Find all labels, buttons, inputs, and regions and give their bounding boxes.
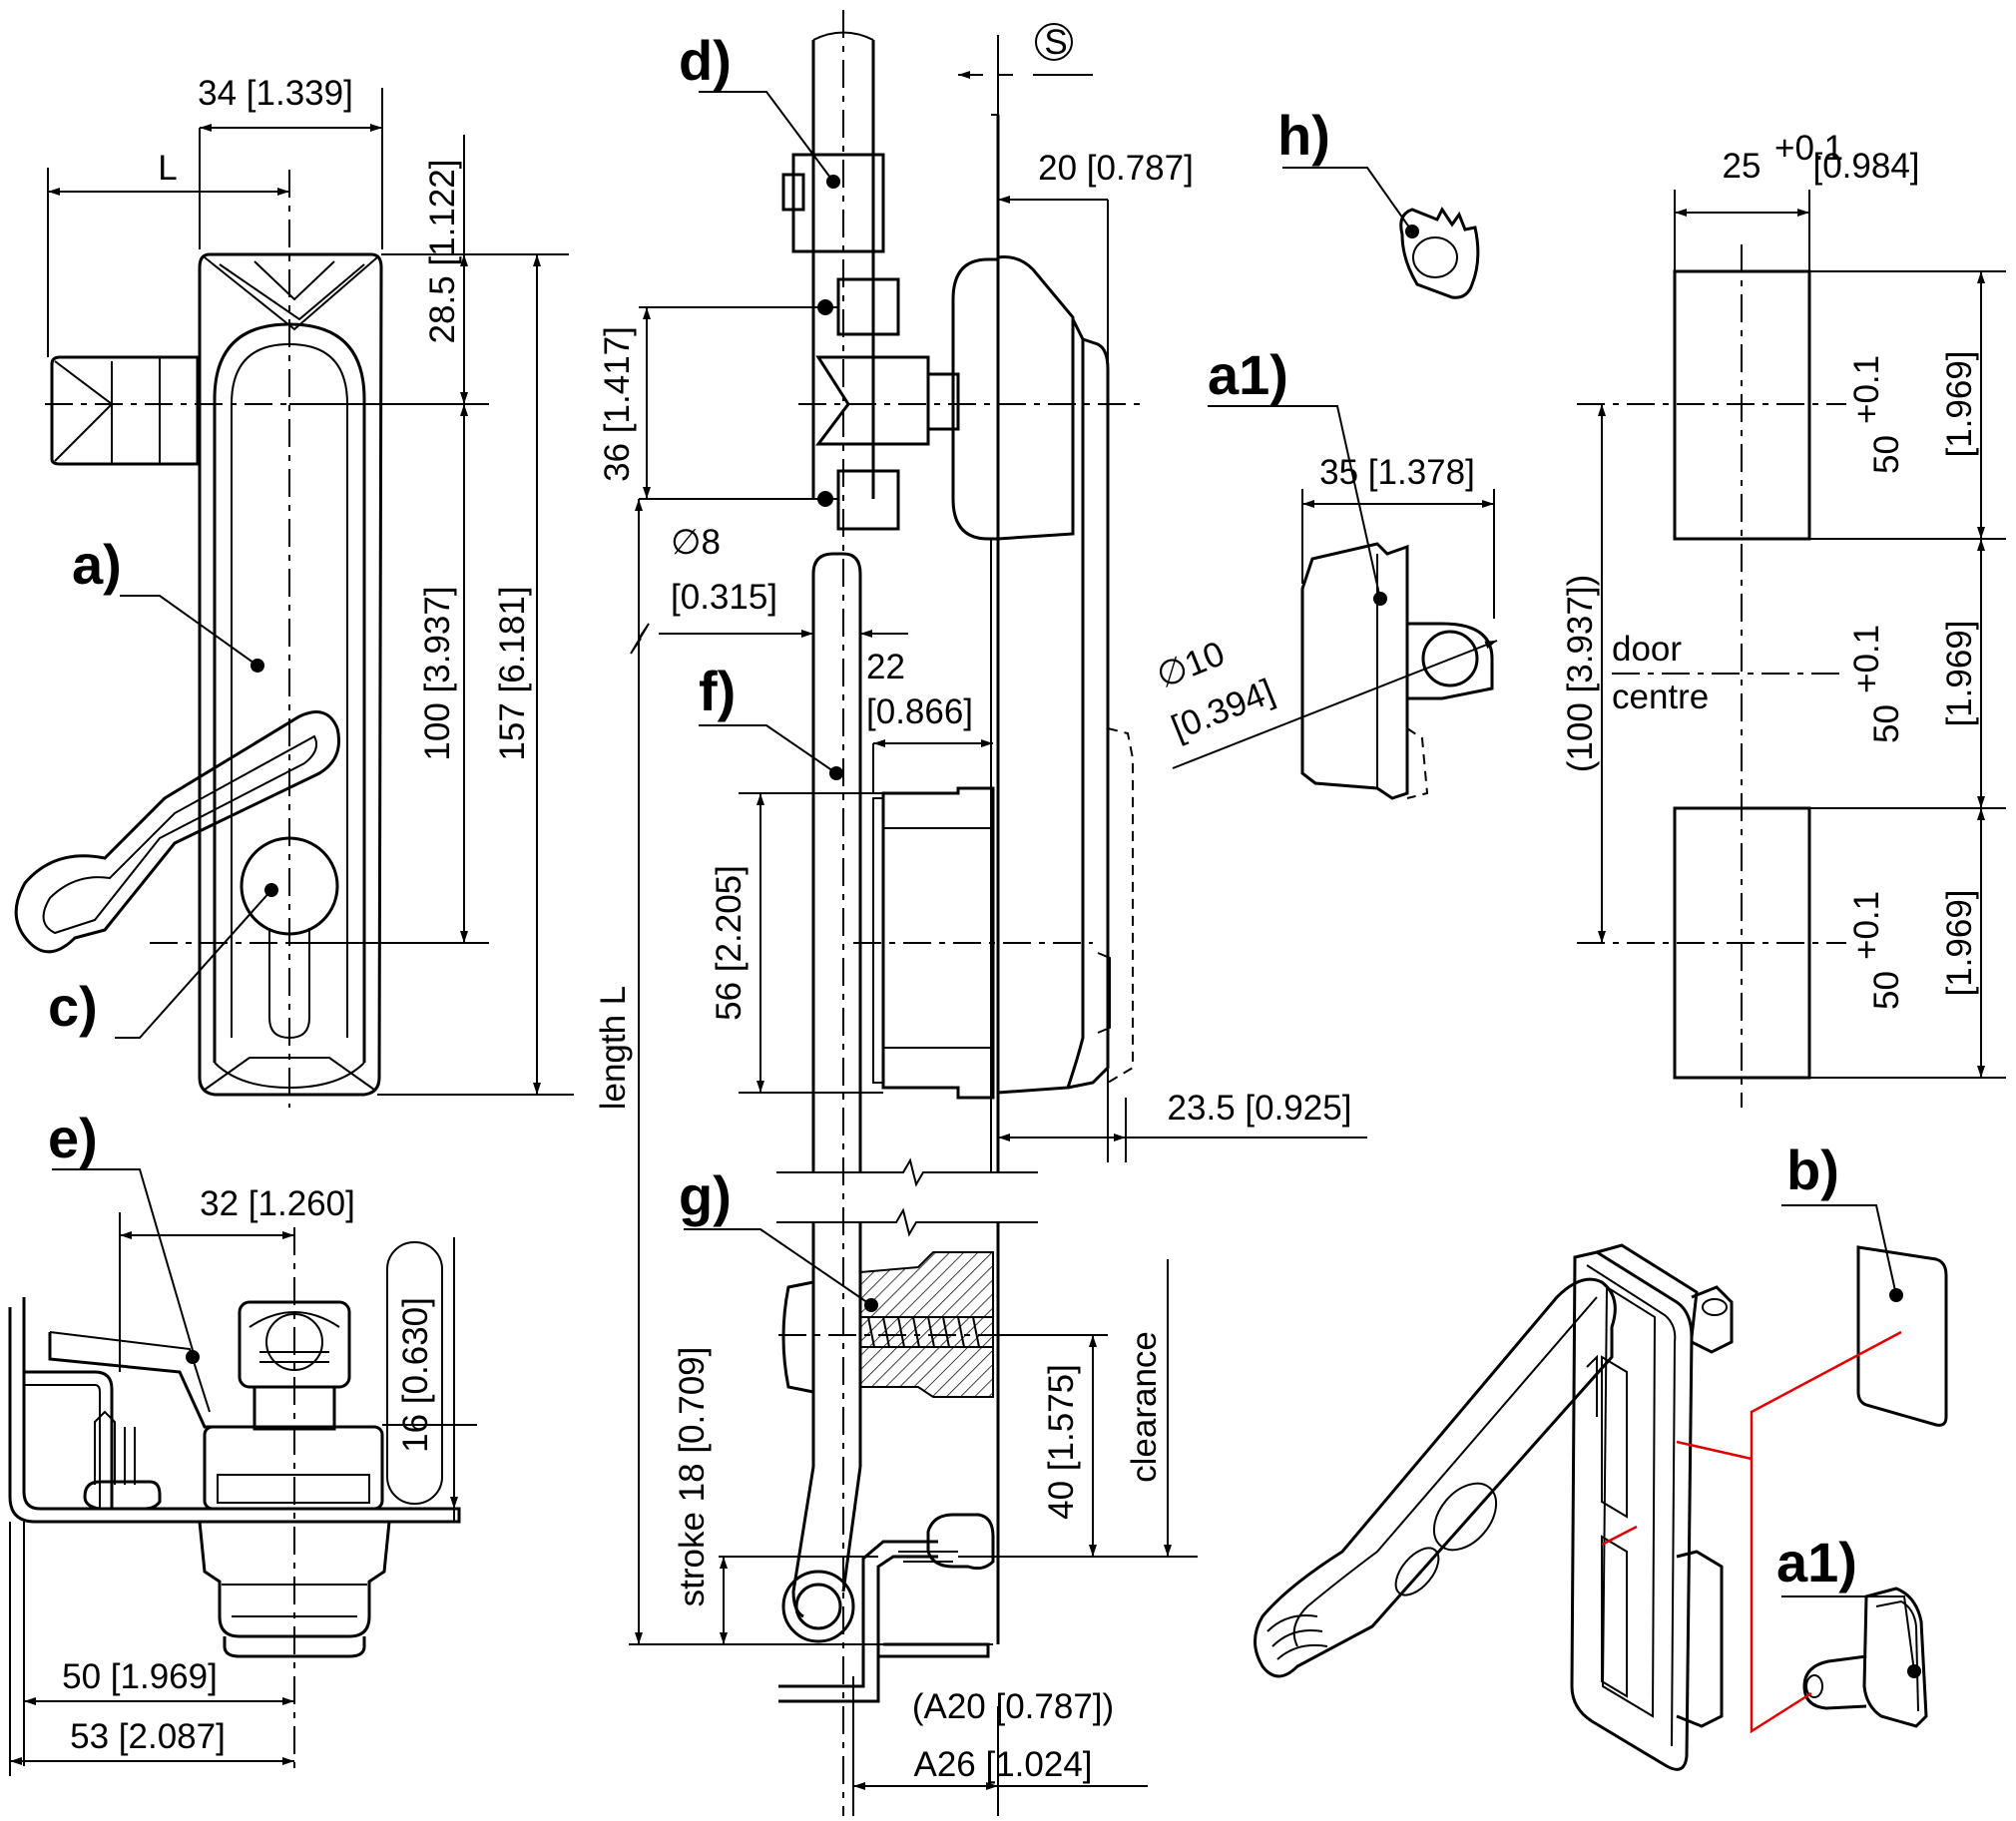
dim-dia8-in: [0.315] (671, 578, 777, 617)
dim-top-28-5: 28.5 [1.122] (423, 160, 462, 344)
dim-dia10: ∅10 (1151, 634, 1230, 695)
dim-A20: (A20 [0.787]) (912, 1687, 1114, 1726)
isometric-view: b) a1) (1254, 1138, 1948, 1771)
dim-L: L (158, 149, 177, 188)
dim-stroke: stroke 18 [0.709] (673, 1347, 712, 1607)
dim-53: 53 [2.087] (70, 1717, 226, 1756)
dim-A26: A26 [1.024] (913, 1745, 1092, 1784)
callout-e: e) (48, 1107, 98, 1169)
detail-h: h) (1277, 104, 1480, 299)
side-view: S 20 [0.787] 36 [1.417] ∅8 [0.315] 22 [0… (594, 10, 1367, 1816)
dim-25-in: [0.984] (1812, 147, 1919, 186)
callout-d: d) (679, 29, 732, 92)
dim-22-in: [0.866] (866, 692, 973, 731)
door-cutout: 25 +0.1 [0.984] 50 +0.1 [1.969] 50 +0.1 … (1561, 129, 2006, 1108)
callout-b: b) (1786, 1138, 1839, 1201)
label-centre: centre (1612, 678, 1709, 716)
callout-a1-iso: a1) (1776, 1531, 1857, 1593)
dim-40: 40 [1.575] (1042, 1364, 1081, 1520)
dim-16: 16 [0.630] (396, 1297, 435, 1453)
dim-centers-100: 100 [3.937] (418, 586, 457, 760)
dim-23-5: 23.5 [0.925] (1168, 1089, 1352, 1128)
callout-c: c) (48, 975, 98, 1038)
callout-g: g) (679, 1164, 732, 1227)
dim-50: 50 [1.969] (62, 1657, 218, 1696)
dim-width-34: 34 [1.339] (198, 74, 353, 113)
tol-50-c: +0.1 (1847, 891, 1886, 960)
bottom-view: 32 [1.260] 16 [0.630] 50 [1.969] 53 [2.0… (8, 1107, 477, 1776)
callout-a: a) (72, 533, 122, 596)
tol-50-a: +0.1 (1847, 355, 1886, 424)
dim-56: 56 [2.205] (710, 865, 749, 1021)
tol-50-b: +0.1 (1847, 625, 1886, 693)
dim-height-157: 157 [6.181] (493, 586, 532, 760)
symbol-s: S (1044, 23, 1067, 62)
dim-50-in-a: [1.969] (1940, 350, 1979, 457)
callout-h: h) (1277, 104, 1330, 167)
dim-dia8: ∅8 (671, 523, 721, 562)
front-view: 34 [1.339] L 28.5 [1.122] 100 [3.937] 15… (14, 74, 574, 1108)
dim-100: (100 [3.937]) (1561, 575, 1600, 772)
dim-32: 32 [1.260] (200, 1184, 355, 1223)
callout-a1-detail: a1) (1208, 343, 1288, 406)
dim-20: 20 [0.787] (1038, 149, 1194, 188)
tol-25: +0.1 (1774, 129, 1843, 168)
dim-50-a: 50 (1867, 435, 1906, 474)
dim-36: 36 [1.417] (598, 326, 637, 482)
dim-50-in-c: [1.969] (1940, 889, 1979, 996)
label-clearance: clearance (1125, 1331, 1164, 1483)
dim-length-L: length L (594, 986, 633, 1111)
label-door: door (1612, 630, 1682, 669)
dim-35: 35 [1.378] (1319, 453, 1475, 492)
dim-25: 25 (1723, 147, 1762, 186)
dim-22: 22 (866, 648, 905, 686)
dim-50-c: 50 (1867, 971, 1906, 1010)
dim-50-in-b: [1.969] (1940, 620, 1979, 726)
callout-f: f) (699, 660, 736, 722)
detail-a1: 35 [1.378] ∅10 [0.394] a1) (1151, 343, 1498, 800)
dim-50-b: 50 (1867, 704, 1906, 743)
